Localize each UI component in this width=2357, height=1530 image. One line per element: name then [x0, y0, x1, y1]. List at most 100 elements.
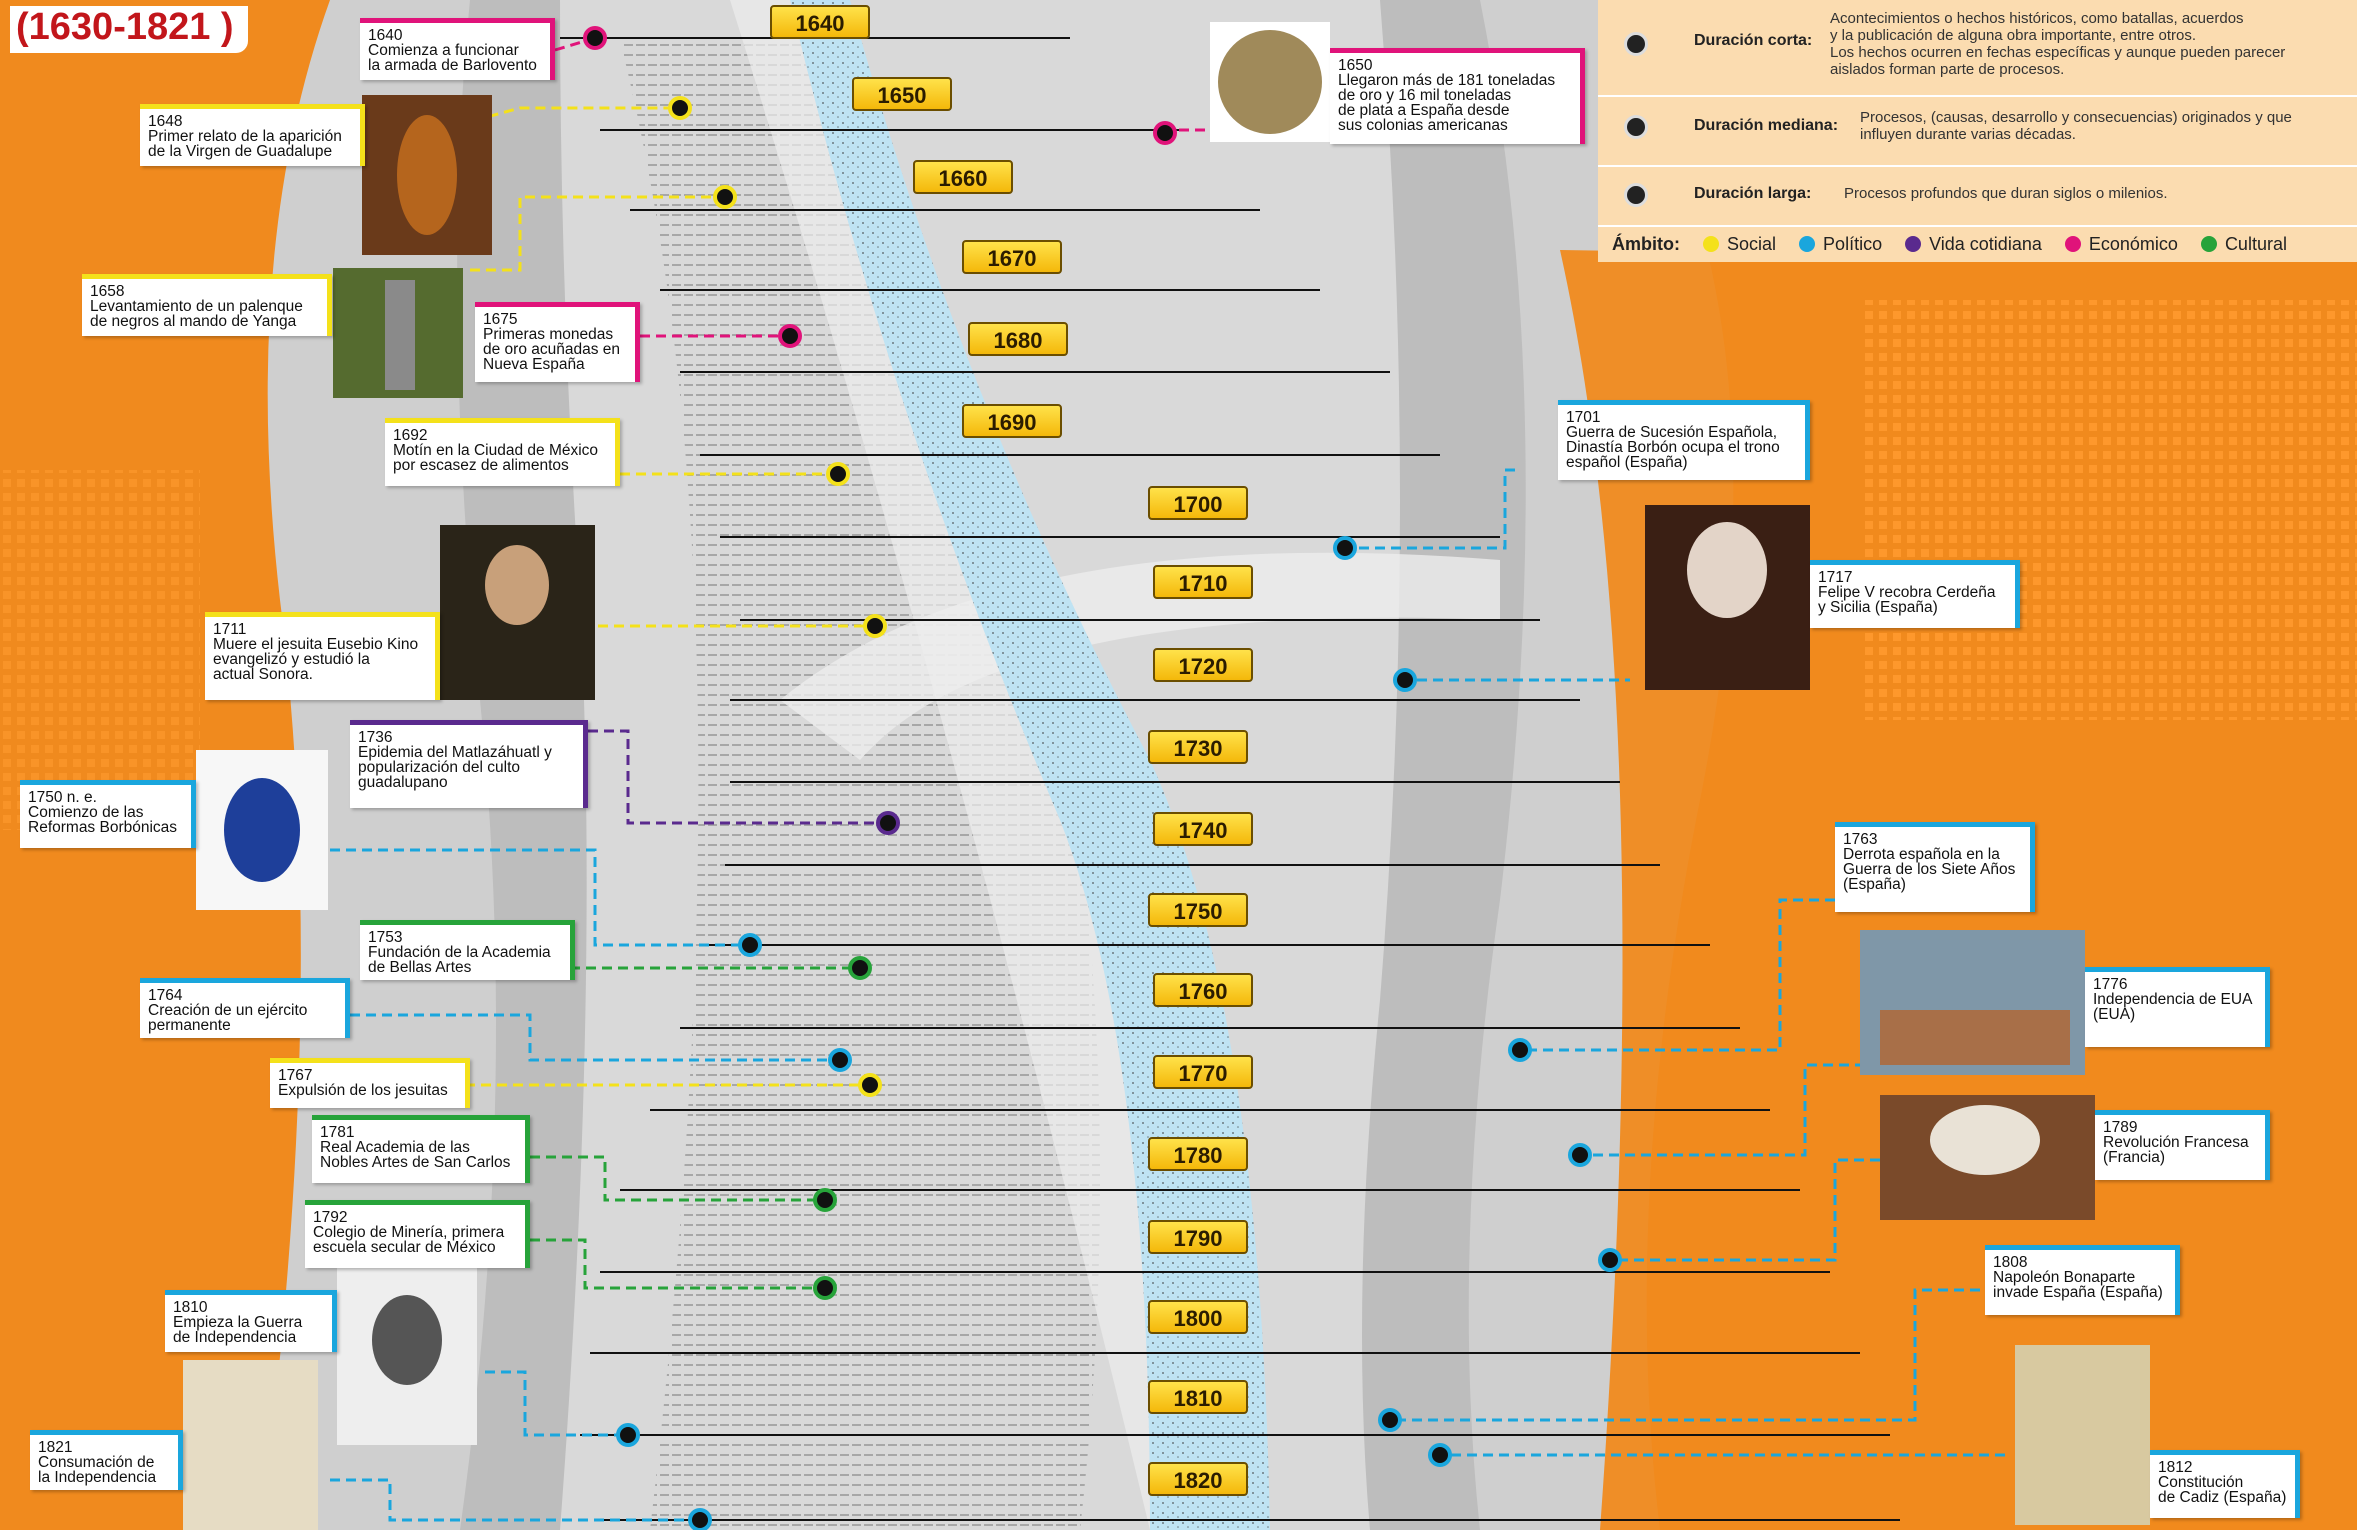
year-marker: 1820 — [1148, 1462, 1248, 1496]
event-text: Muere el jesuita Eusebio Kino evangelizó… — [213, 636, 419, 683]
event-text: Derrota española en la Guerra de los Sie… — [1843, 846, 2016, 893]
legend-short-label: Duración corta: — [1694, 32, 1813, 49]
year-marker: 1710 — [1153, 565, 1253, 599]
year-marker: 1800 — [1148, 1300, 1248, 1334]
event-year: 1717 — [1818, 569, 1853, 586]
event-year: 1763 — [1843, 831, 1878, 848]
year-marker: 1790 — [1148, 1220, 1248, 1254]
event-text: Empieza la Guerra de Independencia — [173, 1314, 303, 1346]
event-year: 1776 — [2093, 976, 2128, 993]
event-year: 1764 — [148, 987, 183, 1004]
event-text: Epidemia del Matlazáhuatl y popularizaci… — [358, 744, 552, 791]
legend-row-long: Duración larga: Procesos profundos que d… — [1598, 165, 2357, 227]
ambito-label: Ámbito: — [1612, 234, 1680, 254]
event-text: Motín en la Ciudad de México por escasez… — [393, 442, 599, 474]
ambito-social: Social — [1703, 234, 1776, 255]
event-text: Comienzo de las Reformas Borbónicas — [28, 804, 178, 836]
event-text: Independencia de EUA (EUA) — [2093, 991, 2253, 1023]
year-marker: 1670 — [962, 240, 1062, 274]
legend-medium-label: Duración mediana: — [1694, 117, 1839, 134]
event-text: Levantamiento de un palenque de negros a… — [90, 298, 303, 330]
year-marker: 1640 — [770, 5, 870, 39]
short-duration-icon — [1624, 32, 1648, 56]
event-year: 1750 n. e. — [28, 789, 97, 806]
year-marker: 1810 — [1148, 1380, 1248, 1414]
year-marker: 1760 — [1153, 973, 1253, 1007]
event-year: 1808 — [1993, 1254, 2028, 1271]
year-marker: 1780 — [1148, 1137, 1248, 1171]
year-marker: 1770 — [1153, 1055, 1253, 1089]
ambito-economico: Económico — [2064, 234, 2178, 255]
event-card-1750: 1750 n. e.Comienzo de las Reformas Borbó… — [20, 780, 196, 848]
event-year: 1789 — [2103, 1119, 2138, 1136]
event-year: 1781 — [320, 1124, 355, 1141]
economico-dot-icon — [2064, 236, 2081, 252]
legend-row-medium: Duración mediana: Procesos, (causas, des… — [1598, 95, 2357, 167]
range-title: (1630-1821 ) — [10, 6, 248, 53]
year-marker: 1690 — [962, 404, 1062, 438]
ambito-vida-label: Vida cotidiana — [1929, 234, 2042, 254]
event-text: Primer relato de la aparición de la Virg… — [148, 128, 342, 160]
event-text: Revolución Francesa (Francia) — [2103, 1134, 2249, 1166]
ambito-vida: Vida cotidiana — [1905, 234, 2042, 255]
ambito-economico-label: Económico — [2088, 234, 2178, 254]
event-text: Felipe V recobra Cerdeña y Sicilia (Espa… — [1818, 584, 1996, 616]
event-year: 1767 — [278, 1067, 313, 1084]
year-marker: 1660 — [913, 160, 1013, 194]
legend-long-label: Duración larga: — [1694, 185, 1812, 202]
vida-dot-icon — [1905, 236, 1922, 252]
long-duration-icon — [1624, 183, 1648, 207]
event-text: Creación de un ejército permanente — [148, 1002, 308, 1034]
ambito-politico: Político — [1799, 234, 1882, 255]
legend-panel: Duración corta: Acontecimientos o hechos… — [1598, 0, 2357, 262]
year-marker: 1730 — [1148, 730, 1248, 764]
politico-dot-icon — [1799, 236, 1816, 252]
event-year: 1640 — [368, 27, 403, 44]
event-text: Primeras monedas de oro acuñadas en Nuev… — [483, 326, 621, 373]
ambito-cultural-label: Cultural — [2224, 234, 2287, 254]
year-marker: 1740 — [1153, 812, 1253, 846]
year-marker: 1650 — [852, 77, 952, 111]
medium-duration-icon — [1624, 115, 1648, 139]
legend-row-short: Duración corta: Acontecimientos o hechos… — [1598, 0, 2357, 97]
social-dot-icon — [1703, 236, 1719, 252]
year-marker: 1750 — [1148, 893, 1248, 927]
event-year: 1736 — [358, 729, 393, 746]
legend-long-desc: Procesos profundos que duran siglos o mi… — [1844, 185, 2168, 202]
event-text: Fundación de la Academia de Bellas Artes — [368, 944, 551, 976]
event-text: Colegio de Minería, primera escuela secu… — [313, 1224, 505, 1256]
year-marker: 1680 — [968, 322, 1068, 356]
legend-medium-desc: Procesos, (causas, desarrollo y consecue… — [1860, 109, 2292, 143]
event-text: Expulsión de los jesuitas — [278, 1082, 448, 1099]
event-year: 1648 — [148, 113, 183, 130]
event-text: Constitución de Cadiz (España) — [2158, 1474, 2287, 1506]
event-year: 1675 — [483, 311, 518, 328]
event-year: 1812 — [2158, 1459, 2193, 1476]
year-marker: 1720 — [1153, 648, 1253, 682]
legend-short-desc: Acontecimientos o hechos históricos, com… — [1830, 10, 2286, 78]
event-year: 1753 — [368, 929, 403, 946]
event-text: Napoleón Bonaparte invade España (España… — [1993, 1269, 2163, 1301]
event-year: 1692 — [393, 427, 428, 444]
event-year: 1650 — [1338, 57, 1373, 74]
event-year: 1701 — [1566, 409, 1601, 426]
cultural-dot-icon — [2200, 236, 2217, 252]
